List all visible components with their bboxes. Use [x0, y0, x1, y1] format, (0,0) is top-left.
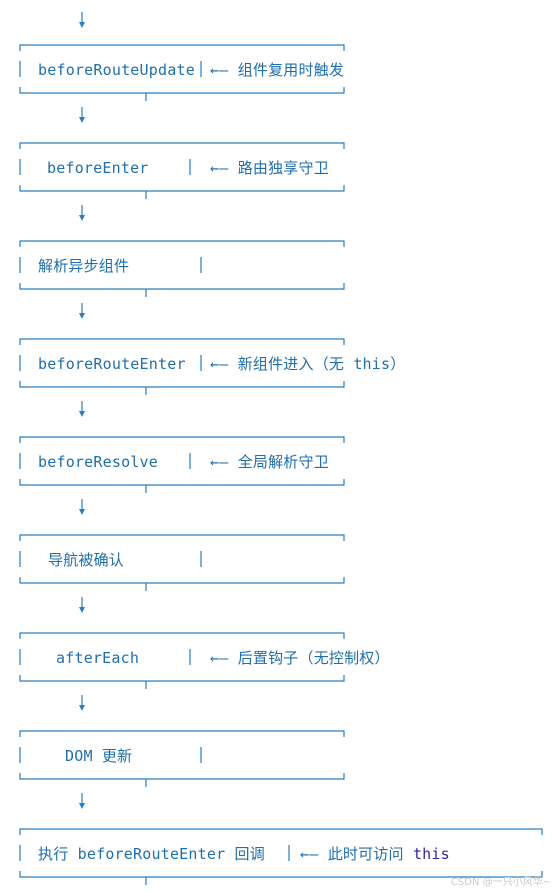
box-bottom-edge	[19, 87, 345, 94]
flow-arrow-head	[79, 411, 85, 417]
step-note-route-enter-callback: ←— 此时可访问 this	[300, 844, 450, 864]
box-bottom-edge	[19, 381, 345, 388]
step-label-resolve-async: 解析异步组件	[38, 257, 130, 275]
step-note-before-resolve: ←— 全局解析守卫	[210, 453, 329, 471]
box-bottom-edge	[19, 479, 345, 486]
step-label-before-route-update: beforeRouteUpdate	[38, 61, 195, 79]
flow-arrow-head	[79, 607, 85, 613]
step-note-before-route-update: ←— 组件复用时触发	[210, 61, 345, 79]
box-top-edge	[19, 828, 543, 835]
step-note-after-each: ←— 后置钩子（无控制权）	[210, 649, 390, 667]
box-top-edge	[19, 730, 345, 737]
box-top-edge	[19, 534, 345, 541]
step-note-before-route-enter: ←— 新组件进入（无 this）	[210, 355, 406, 373]
box-bottom-edge	[19, 871, 543, 878]
flow-arrow-head	[79, 803, 85, 809]
flow-arrow-head	[79, 22, 85, 28]
flow-arrow-head	[79, 313, 85, 319]
box-top-edge	[19, 44, 345, 51]
box-top-edge	[19, 632, 345, 639]
box-top-edge	[19, 338, 345, 345]
step-label-before-route-enter: beforeRouteEnter	[38, 355, 186, 373]
this-keyword: this	[412, 845, 450, 863]
box-bottom-edge	[19, 577, 345, 584]
box-top-edge	[19, 436, 345, 443]
box-bottom-edge	[19, 283, 345, 290]
step-note-text: ←— 此时可访问	[300, 845, 404, 863]
box-top-edge	[19, 142, 345, 149]
box-bottom-edge	[19, 773, 345, 780]
step-label-before-resolve: beforeResolve	[38, 453, 158, 471]
watermark: CSDN @一只小风华~	[450, 877, 551, 888]
flow-arrow-head	[79, 509, 85, 515]
flow-arrow-head	[79, 117, 85, 123]
box-bottom-edge	[19, 185, 345, 192]
flow-arrow-head	[79, 705, 85, 711]
flow-arrow-head	[79, 215, 85, 221]
step-label-after-each: afterEach	[56, 649, 140, 667]
step-label-navigation-confirmed: 导航被确认	[48, 551, 125, 569]
box-top-edge	[19, 240, 345, 247]
box-bottom-edge	[19, 675, 345, 682]
step-label-dom-update: DOM 更新	[65, 747, 133, 765]
step-label-before-enter: beforeEnter	[47, 159, 149, 177]
step-note-before-enter: ←— 路由独享守卫	[210, 159, 329, 177]
step-label-route-enter-callback: 执行 beforeRouteEnter 回调	[38, 845, 265, 863]
